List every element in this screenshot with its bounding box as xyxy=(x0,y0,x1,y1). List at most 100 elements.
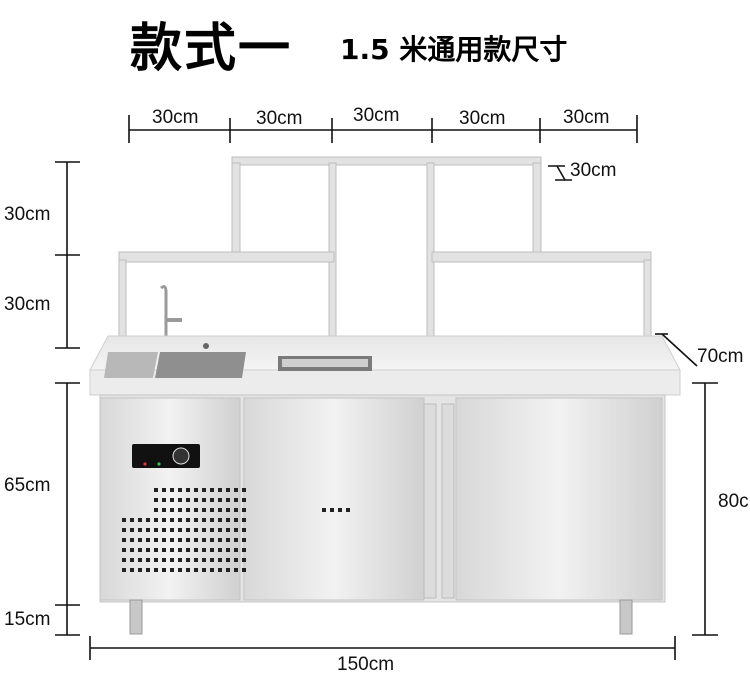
vent-hole xyxy=(194,528,198,532)
vent-hole xyxy=(210,528,214,532)
vent-hole xyxy=(242,508,246,512)
vent-hole xyxy=(178,538,182,542)
vent-hole xyxy=(178,548,182,552)
dim-top-2: 30cm xyxy=(256,108,302,129)
vent-hole xyxy=(170,558,174,562)
vent-hole xyxy=(218,538,222,542)
vent-hole xyxy=(170,538,174,542)
control-panel xyxy=(132,444,200,468)
vent-hole xyxy=(178,558,182,562)
vent-hole xyxy=(234,568,238,572)
vent-hole xyxy=(178,518,182,522)
vent-hole xyxy=(186,568,190,572)
dim-top-3: 30cm xyxy=(353,105,399,126)
vent-hole xyxy=(226,548,230,552)
vent-hole xyxy=(210,548,214,552)
vent-hole xyxy=(154,518,158,522)
vent-hole xyxy=(226,508,230,512)
vent-hole xyxy=(130,538,134,542)
vent-hole xyxy=(234,528,238,532)
vent-hole xyxy=(242,568,246,572)
vent-hole xyxy=(186,488,190,492)
vent-hole xyxy=(186,518,190,522)
vent-hole xyxy=(218,518,222,522)
vent-hole xyxy=(210,558,214,562)
vent-hole xyxy=(226,488,230,492)
vent-hole xyxy=(162,568,166,572)
vent-hole xyxy=(138,528,142,532)
vent-hole xyxy=(154,568,158,572)
vent-hole xyxy=(210,518,214,522)
vent-hole xyxy=(162,518,166,522)
cabinet-feet xyxy=(129,599,633,635)
vent-hole xyxy=(234,558,238,562)
vent-hole xyxy=(346,508,350,512)
vent-hole xyxy=(122,528,126,532)
dim-counter-depth: 70cm xyxy=(697,346,743,367)
vent-hole xyxy=(202,508,206,512)
vent-hole xyxy=(218,548,222,552)
vent-hole xyxy=(242,538,246,542)
vent-hole xyxy=(178,498,182,502)
dimension-lines xyxy=(55,115,718,660)
vent-hole xyxy=(146,548,150,552)
vent-hole xyxy=(170,528,174,532)
vent-hole xyxy=(170,488,174,492)
vent-hole xyxy=(194,508,198,512)
vent-hole xyxy=(178,568,182,572)
vent-hole xyxy=(322,508,326,512)
vent-hole xyxy=(130,568,134,572)
upper-shelf xyxy=(231,156,542,339)
vent-hole xyxy=(338,508,342,512)
vent-hole xyxy=(170,518,174,522)
vent-hole xyxy=(210,538,214,542)
vent-hole xyxy=(218,488,222,492)
vent-hole xyxy=(138,518,142,522)
vent-hole xyxy=(162,548,166,552)
vent-hole xyxy=(122,518,126,522)
dim-cabinet-height: 65cm xyxy=(4,475,50,496)
vent-hole xyxy=(234,508,238,512)
vent-hole xyxy=(138,558,142,562)
vent-hole xyxy=(226,568,230,572)
vent-hole xyxy=(202,518,206,522)
vent-hole xyxy=(162,528,166,532)
vent-hole xyxy=(178,508,182,512)
vent-hole xyxy=(122,548,126,552)
vent-hole xyxy=(194,498,198,502)
vent-hole xyxy=(194,538,198,542)
faucet-icon xyxy=(160,285,182,345)
vent-hole xyxy=(242,558,246,562)
vent-hole xyxy=(162,508,166,512)
vent-hole xyxy=(234,548,238,552)
vent-hole xyxy=(130,548,134,552)
vent-hole xyxy=(138,548,142,552)
vent-hole xyxy=(194,548,198,552)
vent-hole xyxy=(226,558,230,562)
vent-hole xyxy=(226,498,230,502)
vent-hole xyxy=(202,558,206,562)
vent-hole xyxy=(170,548,174,552)
vent-hole xyxy=(178,528,182,532)
vent-hole xyxy=(162,558,166,562)
vent-hole xyxy=(122,558,126,562)
vent-hole xyxy=(218,498,222,502)
vent-hole xyxy=(242,498,246,502)
vent-hole xyxy=(202,568,206,572)
vent-hole xyxy=(330,508,334,512)
vent-hole xyxy=(178,488,182,492)
vent-hole xyxy=(194,558,198,562)
vent-hole xyxy=(202,548,206,552)
vent-hole xyxy=(154,538,158,542)
vent-hole xyxy=(226,528,230,532)
vent-hole xyxy=(202,538,206,542)
vent-hole xyxy=(138,568,142,572)
vent-hole xyxy=(154,548,158,552)
vent-hole xyxy=(194,518,198,522)
vent-hole xyxy=(186,548,190,552)
vent-hole xyxy=(146,528,150,532)
dim-top-5: 30cm xyxy=(563,107,609,128)
dim-leg-height: 15cm xyxy=(4,609,50,630)
vent-hole xyxy=(210,488,214,492)
